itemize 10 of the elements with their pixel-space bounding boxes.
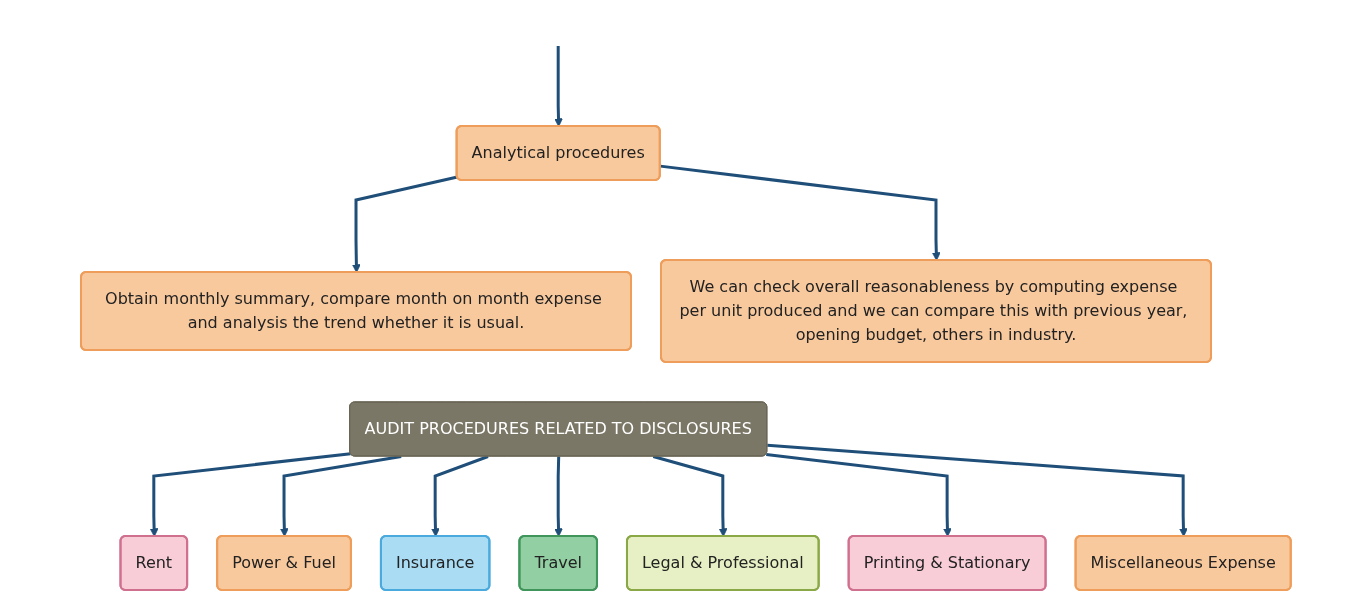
arrow (352, 175, 458, 273)
arrow (554, 455, 563, 537)
arrow (767, 443, 1188, 537)
arrow (660, 164, 941, 261)
arrow (280, 454, 402, 537)
arrow (554, 45, 563, 127)
arrow (653, 454, 728, 537)
arrow (766, 452, 952, 537)
arrow (431, 454, 489, 537)
arrow (149, 451, 351, 537)
